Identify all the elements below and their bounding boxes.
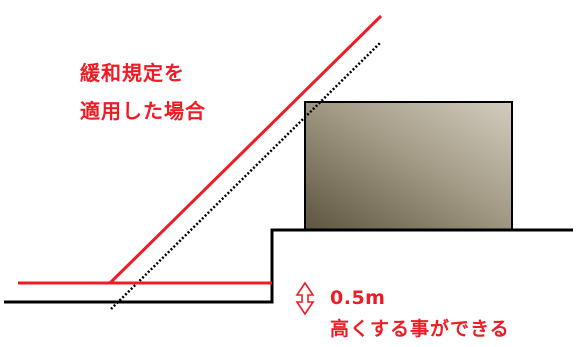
height-value-label: 0.5m: [330, 287, 386, 309]
ground-line: [4, 228, 573, 304]
relaxation-label-line1: 緩和規定を: [80, 61, 185, 85]
height-caption-label: 高くする事ができる: [330, 318, 510, 340]
double-arrow-vertical-icon: [295, 281, 315, 316]
original-slant-line: [110, 42, 381, 310]
building: [304, 101, 513, 231]
relaxed-slant-line: [108, 14, 383, 285]
relaxation-label-line2: 適用した場合: [80, 99, 206, 123]
